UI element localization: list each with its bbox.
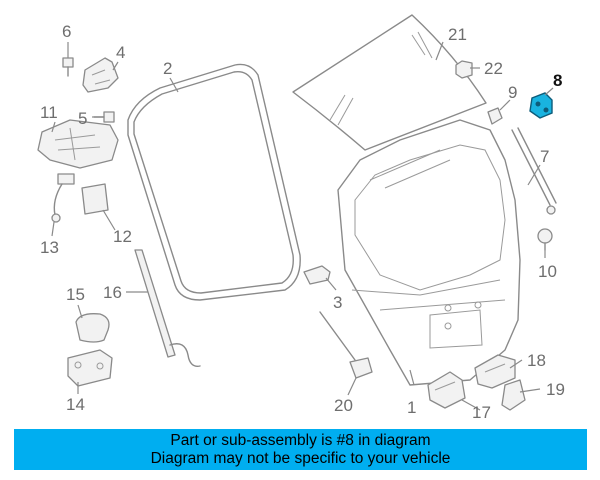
callout-12: 12 bbox=[113, 227, 132, 246]
part-13-harness[interactable] bbox=[51, 173, 75, 223]
part-20-switch[interactable] bbox=[319, 311, 373, 379]
callout-20: 20 bbox=[334, 396, 353, 415]
info-banner: Part or sub-assembly is #8 in diagram Di… bbox=[14, 429, 587, 470]
part-4-hinge[interactable] bbox=[82, 57, 119, 93]
callout-11: 11 bbox=[40, 103, 58, 122]
part-1-liftgate[interactable] bbox=[337, 119, 521, 386]
part-16-bracket[interactable] bbox=[134, 249, 201, 367]
callout-16: 16 bbox=[103, 283, 122, 302]
callout-19: 19 bbox=[546, 380, 565, 399]
parts-diagram: 1 2 3 4 5 6 7 8 9 10 11 12 13 14 15 16 1… bbox=[37, 14, 565, 422]
callout-1: 1 bbox=[407, 398, 416, 417]
callout-8: 8 bbox=[553, 71, 562, 90]
callout-2: 2 bbox=[163, 59, 172, 78]
part-8-highlighted[interactable] bbox=[529, 92, 553, 119]
part-17-latch[interactable] bbox=[427, 371, 466, 409]
leader-lines bbox=[51, 41, 554, 411]
part-21-rear-glass[interactable] bbox=[292, 14, 487, 151]
part-3-lock-cylinder[interactable] bbox=[303, 265, 331, 285]
callout-10: 10 bbox=[538, 262, 557, 281]
callout-14: 14 bbox=[66, 395, 85, 414]
part-18-actuator[interactable] bbox=[474, 354, 516, 389]
callout-13: 13 bbox=[40, 238, 59, 257]
part-6-bolt[interactable] bbox=[62, 57, 74, 77]
callout-18: 18 bbox=[527, 351, 546, 370]
callout-3: 3 bbox=[333, 293, 342, 312]
callout-15: 15 bbox=[66, 285, 85, 304]
part-15-cap[interactable] bbox=[75, 313, 110, 343]
callout-9: 9 bbox=[508, 83, 517, 102]
part-22-bumper[interactable] bbox=[455, 60, 473, 79]
part-9-bumper[interactable] bbox=[487, 107, 503, 125]
callout-21: 21 bbox=[448, 25, 467, 44]
part-14-striker[interactable] bbox=[67, 349, 113, 387]
banner-line-1: Part or sub-assembly is #8 in diagram bbox=[170, 432, 431, 449]
callout-labels: 1 2 3 4 5 6 7 8 9 10 11 12 13 14 15 16 1… bbox=[40, 22, 565, 422]
callout-6: 6 bbox=[62, 22, 71, 41]
callout-5: 5 bbox=[78, 109, 87, 128]
part-7-gas-strut[interactable] bbox=[511, 127, 557, 215]
part-2-weatherstrip[interactable] bbox=[127, 63, 301, 301]
part-11-latch-assembly[interactable] bbox=[37, 119, 119, 169]
part-12-pad[interactable] bbox=[81, 183, 109, 215]
banner-line-2: Diagram may not be specific to your vehi… bbox=[150, 450, 451, 467]
callout-17: 17 bbox=[472, 403, 491, 422]
callout-7: 7 bbox=[540, 147, 549, 166]
part-19-bracket[interactable] bbox=[501, 379, 526, 411]
callout-4: 4 bbox=[116, 43, 125, 62]
callout-22: 22 bbox=[484, 59, 503, 78]
part-10-ball-stud[interactable] bbox=[537, 228, 553, 251]
